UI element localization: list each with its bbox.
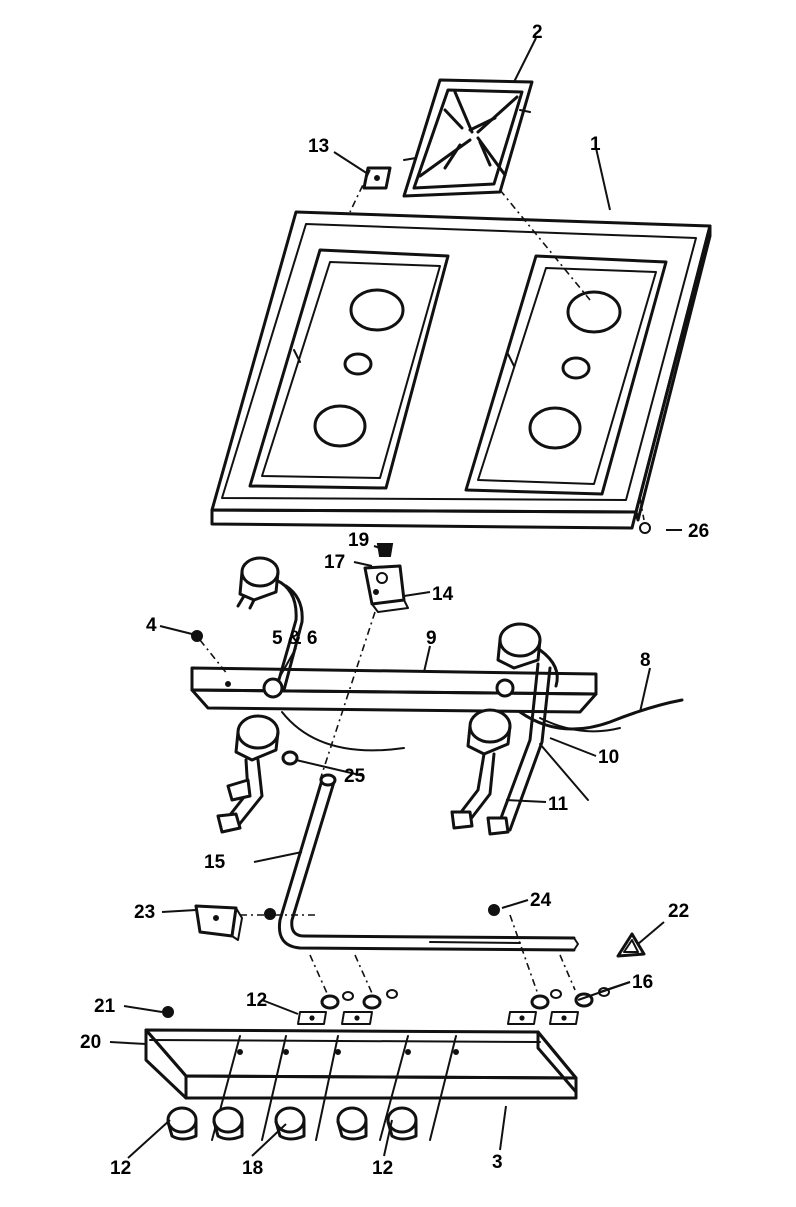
right-burner-assembly [450,622,684,836]
callout-4: 4 [146,615,157,636]
callout-22: 22 [668,901,689,922]
valve-plates [297,1011,579,1025]
callout-20: 20 [80,1032,101,1053]
control-valves [320,987,610,1010]
callout-5-and-6: 5 & 6 [272,628,317,649]
bracket-part-23 [194,904,276,941]
screw-part-21 [162,1006,174,1018]
burner-grate [402,78,534,198]
callout-26: 26 [688,521,709,542]
callout-3: 3 [492,1152,503,1173]
callout-11: 12 [246,990,267,1011]
callout-18: 18 [242,1158,263,1179]
callout-13: 13 [308,136,329,157]
left-burner-assembly [216,556,405,834]
bracket-part-22 [616,932,646,958]
callout-16: 16 [632,972,653,993]
valve-switch-assembly [363,543,409,613]
manifold-pipe [277,773,579,952]
callout-24: 24 [530,890,552,911]
callout-19: 19 [348,530,369,551]
callout-23: 23 [134,902,155,923]
main-top-cooktop [210,210,712,530]
control-panel [144,1028,578,1141]
callout-10: 11 [548,794,569,815]
callout-14: 14 [432,584,454,605]
callout-8: 9 [426,628,437,649]
callout-12-right: 12 [372,1158,393,1179]
clip-part-13 [362,166,392,190]
callout-12-left: 12 [110,1158,131,1179]
burner-support-bar [190,666,598,714]
callout-labels: 2 1 13 26 19 17 14 4 5 & 6 9 8 10 25 11 … [80,22,709,1179]
screw-part-26 [639,522,651,534]
callout-2: 2 [532,22,543,43]
callout-25: 25 [344,766,366,787]
screw-part-24 [488,904,500,916]
callout-15: 15 [204,852,226,873]
callout-21: 21 [94,996,116,1017]
callout-9: 10 [598,747,619,768]
nut-part-4 [191,630,203,642]
callout-7: 8 [640,650,651,671]
control-knobs [166,1106,418,1141]
callout-leaders [109,37,682,1159]
callout-17: 17 [324,552,345,573]
callout-1: 1 [590,134,601,155]
